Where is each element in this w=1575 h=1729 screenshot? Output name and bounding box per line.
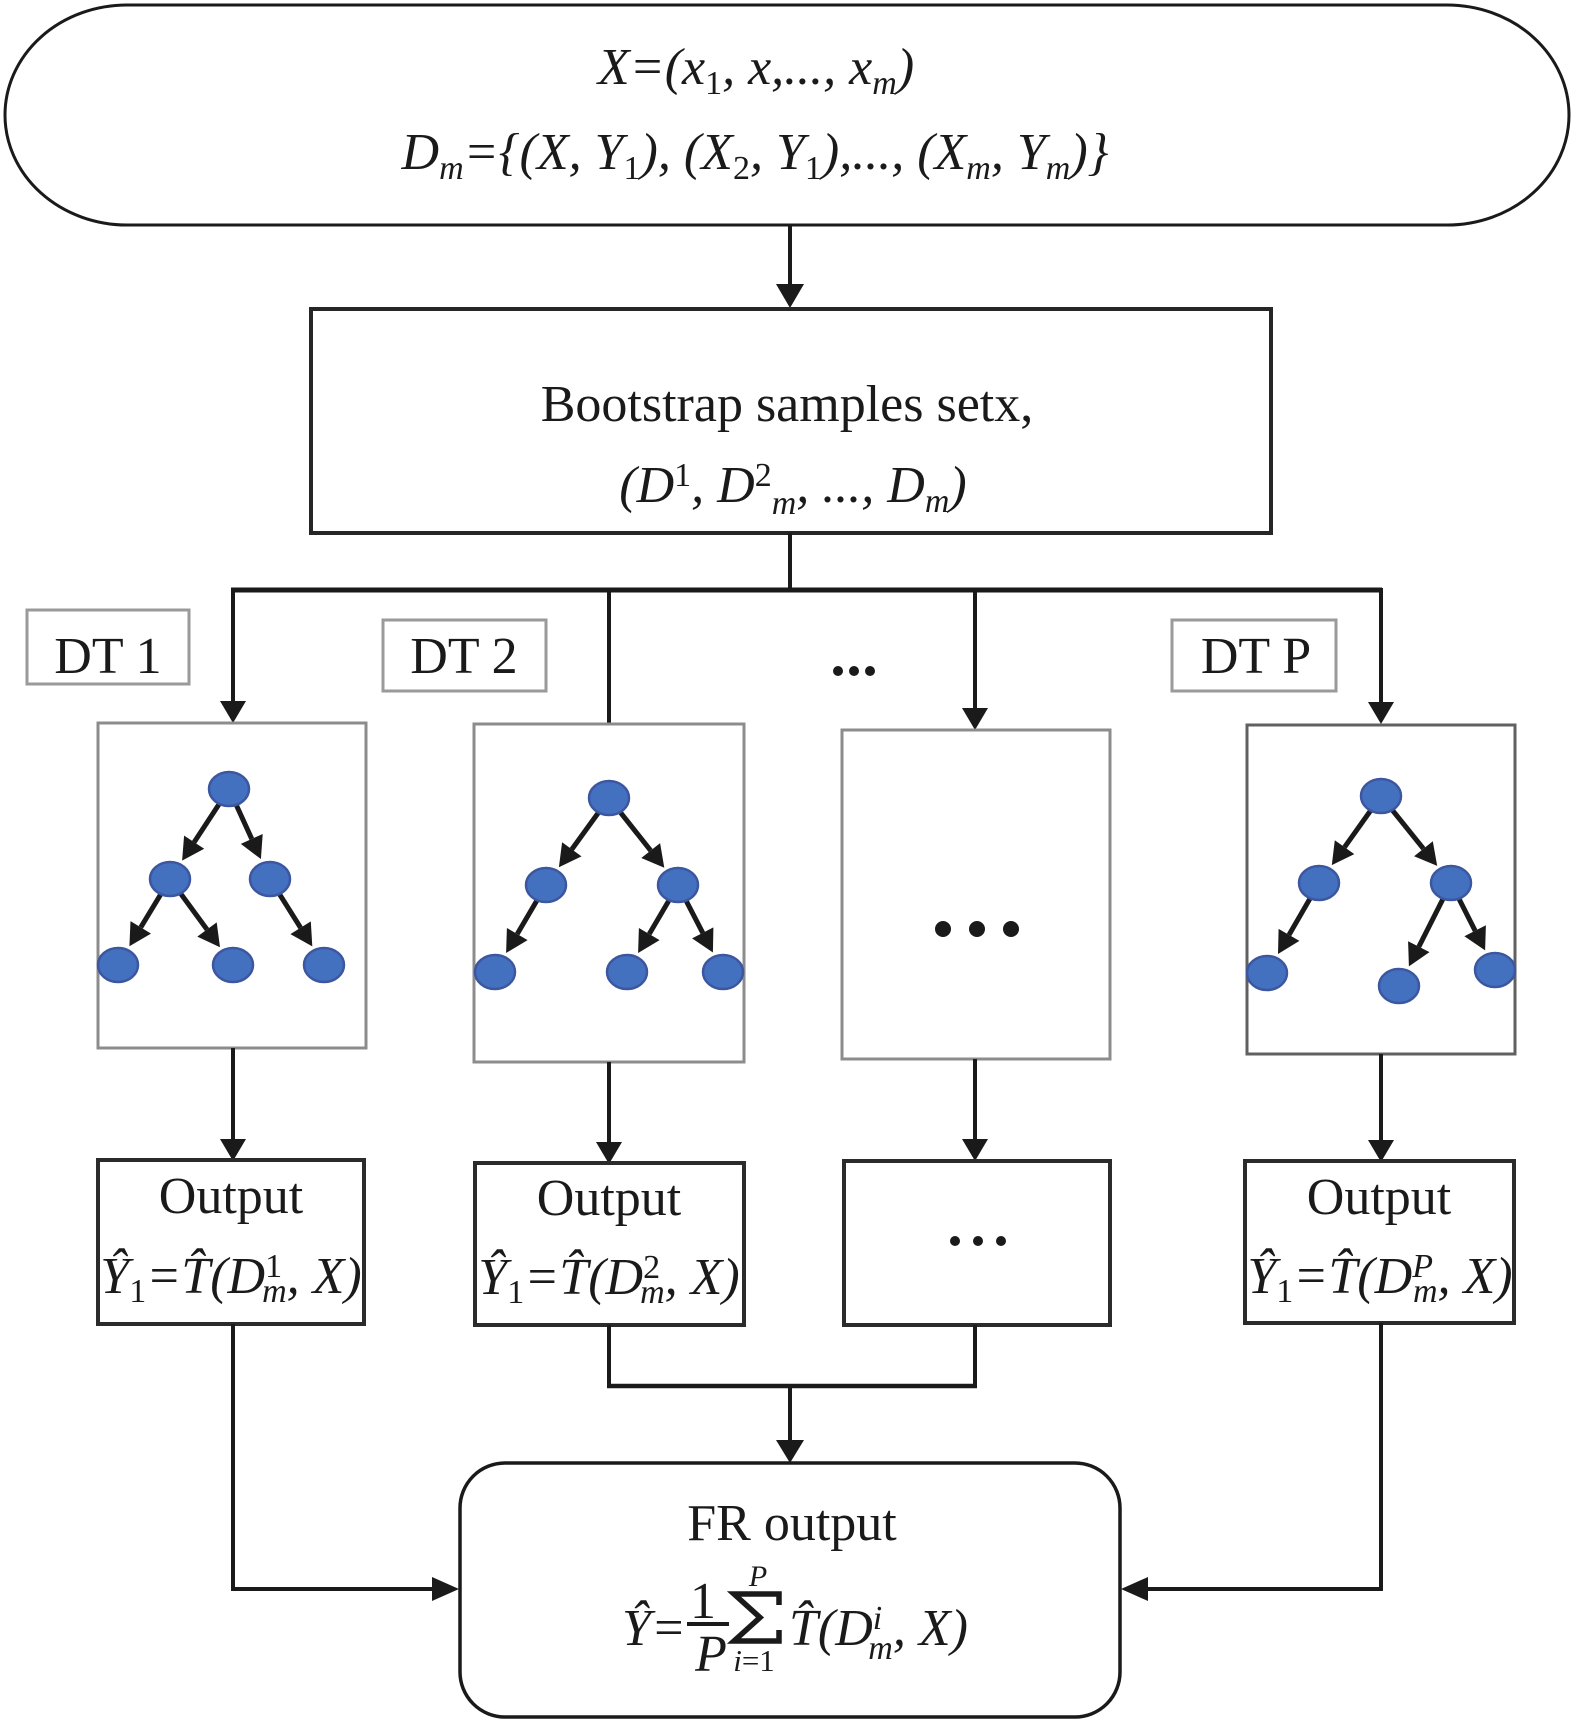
- svg-text:Ŷ1=T̂(D1m, X): Ŷ1=T̂(D1m, X): [100, 1247, 361, 1310]
- svg-text:DT P: DT P: [1201, 628, 1311, 685]
- svg-text:Output: Output: [159, 1168, 304, 1225]
- svg-text:DT 1: DT 1: [54, 628, 161, 685]
- svg-text:1: 1: [690, 1573, 716, 1630]
- svg-text:Ŷ=: Ŷ=: [622, 1599, 686, 1657]
- svg-text:Output: Output: [537, 1170, 682, 1227]
- svg-text:X=(x1, x,..., xm): X=(x1, x,..., xm): [596, 39, 914, 102]
- svg-text:Output: Output: [1307, 1169, 1452, 1226]
- svg-text:T̂(Dim, X): T̂(Dim, X): [789, 1600, 968, 1667]
- svg-text:i=1: i=1: [733, 1643, 775, 1678]
- svg-text:Dm={(X, Y1), (X2, Y1),..., (Xm: Dm={(X, Y1), (X2, Y1),..., (Xm, Ym)}: [401, 124, 1109, 187]
- svg-text:Bootstrap samples setx,: Bootstrap samples setx,: [541, 376, 1034, 433]
- svg-text:DT 2: DT 2: [410, 628, 517, 685]
- svg-text:FR output: FR output: [687, 1495, 897, 1552]
- svg-text:P: P: [748, 1560, 767, 1593]
- svg-text:P: P: [694, 1626, 727, 1683]
